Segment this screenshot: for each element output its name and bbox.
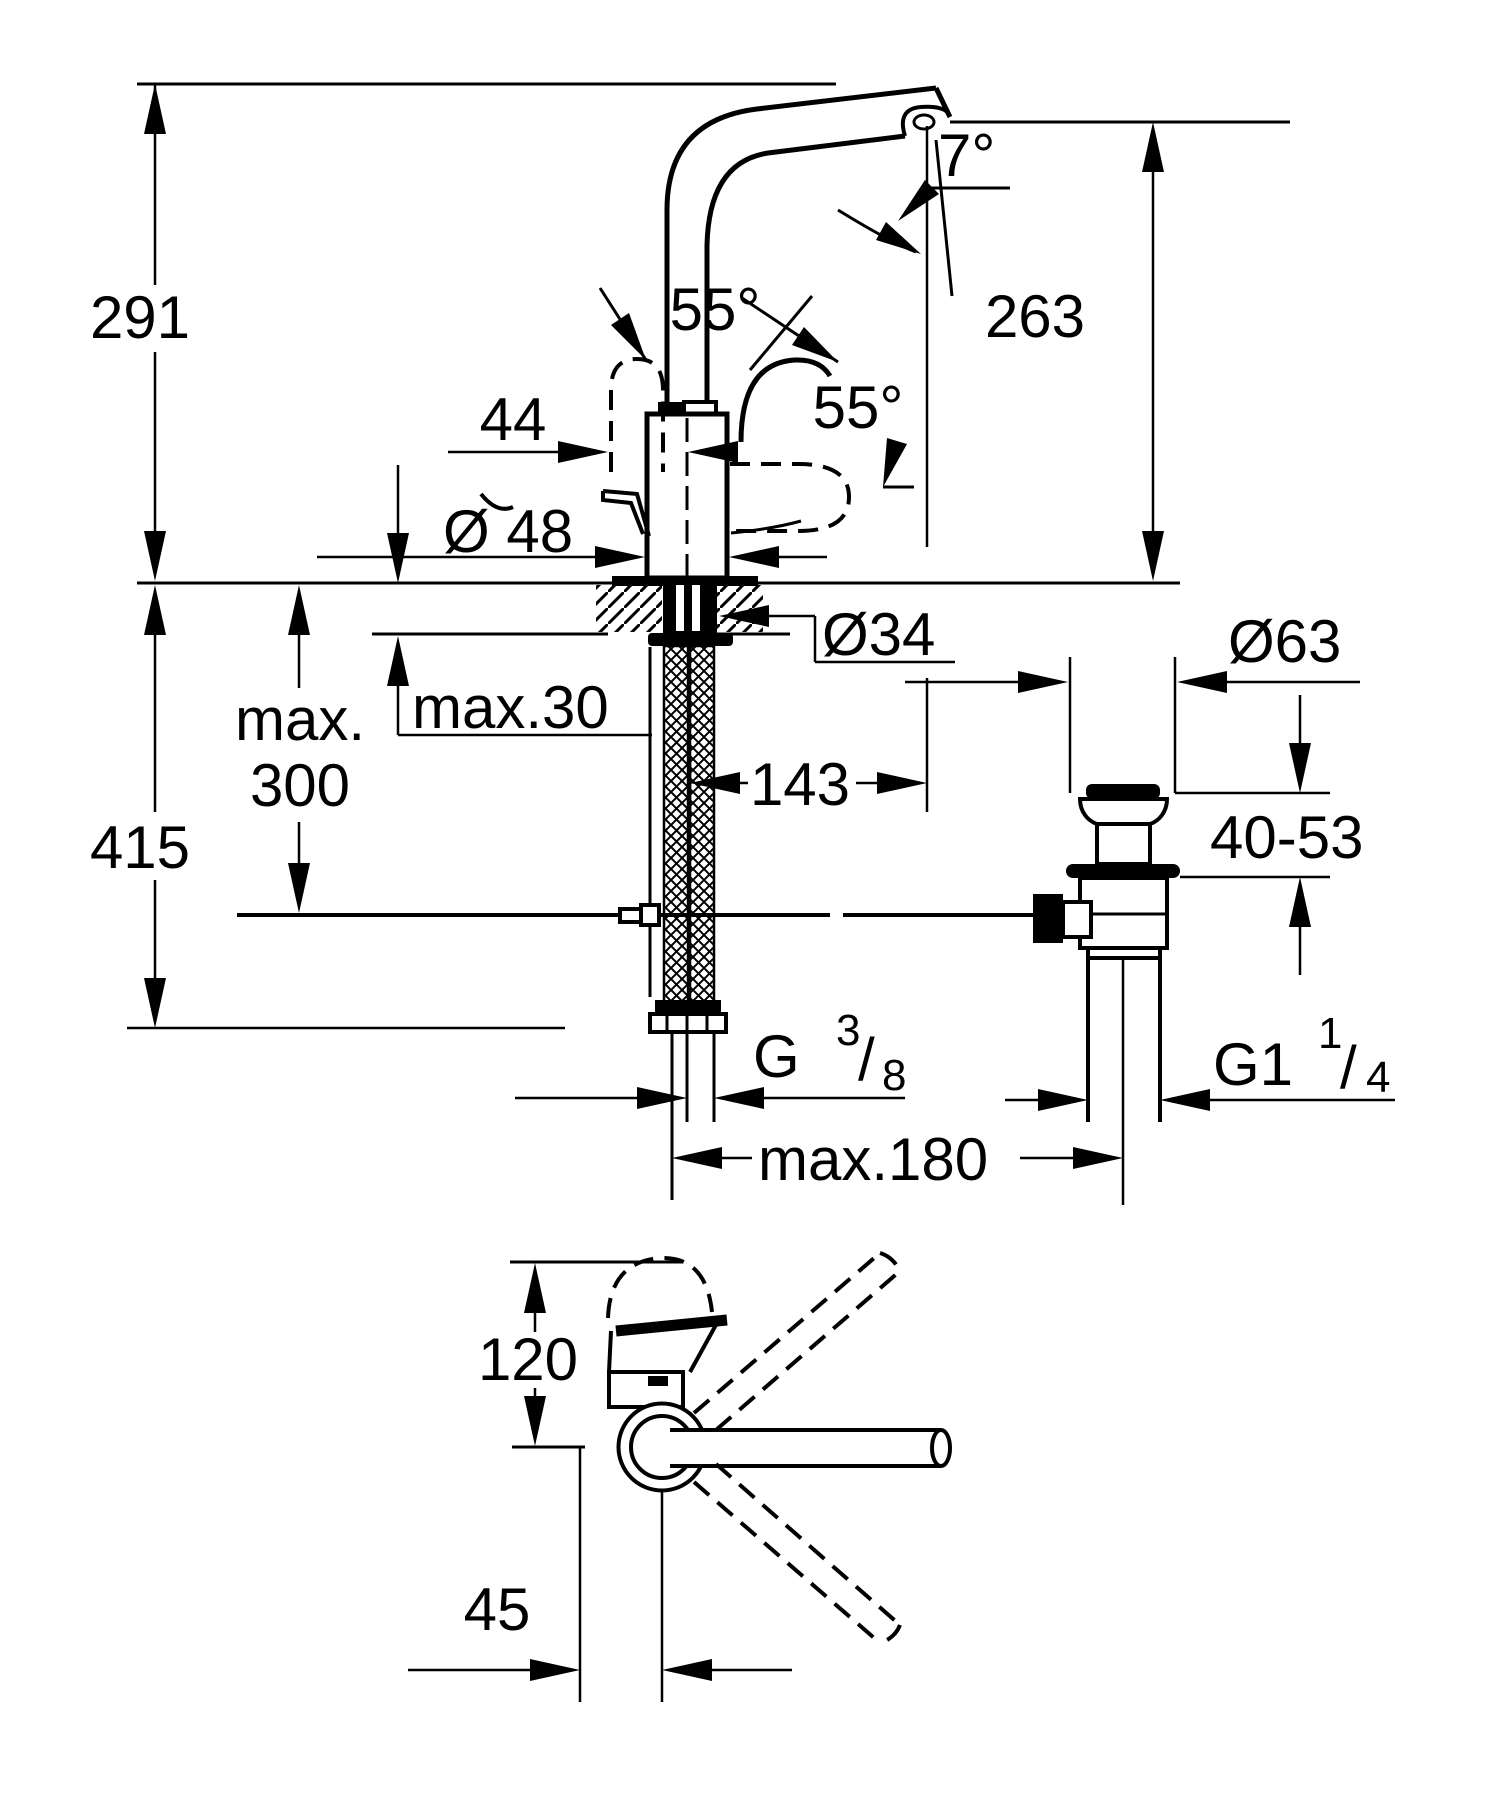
dim-44-label: 44 bbox=[480, 386, 547, 453]
hose-left bbox=[664, 646, 688, 1002]
dim-g38: G 3 / 8 bbox=[515, 1006, 906, 1109]
handle-positions bbox=[479, 356, 852, 535]
dim-g114-sub: 4 bbox=[1366, 1053, 1390, 1102]
waste-plug-cap bbox=[1086, 784, 1160, 799]
drain-assembly bbox=[1033, 784, 1180, 1205]
dim-143: 143 bbox=[690, 751, 927, 818]
dim-44: 44 bbox=[448, 386, 738, 463]
tilt-line bbox=[934, 139, 954, 297]
top-view: 120 45 bbox=[408, 1251, 952, 1702]
dim-g38-sup: 3 bbox=[836, 1006, 860, 1055]
threaded-shank bbox=[663, 583, 717, 633]
dim-max180-label: max.180 bbox=[758, 1126, 988, 1193]
handle-paddle bbox=[615, 1314, 728, 1337]
mounting-washer bbox=[648, 633, 733, 646]
hose-right bbox=[690, 646, 714, 1002]
g38-pipe bbox=[685, 1032, 716, 1122]
dim-g114-base: G1 bbox=[1213, 1031, 1293, 1098]
dim-g38-slash: / bbox=[858, 1026, 875, 1093]
handle-arc-dashed bbox=[606, 1255, 714, 1319]
dim-263-label: 263 bbox=[985, 283, 1085, 350]
dim-45-label: 45 bbox=[464, 1576, 531, 1643]
rod-clamp bbox=[1061, 900, 1093, 939]
dim-g38-base: G bbox=[753, 1023, 800, 1090]
faucet-top bbox=[606, 1251, 952, 1645]
dim-45: 45 bbox=[408, 1448, 792, 1702]
pop-up-rod bbox=[237, 647, 1033, 997]
dim-max300-label-2: 300 bbox=[250, 752, 350, 819]
angle-7: 7° bbox=[837, 122, 1010, 297]
dim-g114-slash: / bbox=[1340, 1034, 1357, 1101]
dim-415: 415 bbox=[90, 585, 190, 1028]
dim-max30: max.30 bbox=[387, 465, 652, 741]
dim-291-label: 291 bbox=[90, 284, 190, 351]
dim-d63-label: Ø63 bbox=[1228, 608, 1341, 675]
dim-415-label: 415 bbox=[90, 814, 190, 881]
aerator-nub bbox=[900, 104, 951, 137]
dim-g114-sup: 1 bbox=[1318, 1009, 1342, 1058]
front-view: 291 415 max. 300 max.30 Ø34 bbox=[90, 82, 1395, 1205]
angle-7-label: 7° bbox=[938, 122, 995, 189]
spout bbox=[664, 85, 953, 404]
angle-55-top-label: 55° bbox=[670, 276, 761, 343]
counter-hatch-left bbox=[596, 585, 662, 632]
dim-120: 120 bbox=[478, 1260, 682, 1449]
spout-swing-up bbox=[692, 1251, 902, 1432]
dim-143-label: 143 bbox=[750, 751, 850, 818]
dim-40-53-label: 40-53 bbox=[1210, 804, 1363, 871]
side-lever-tab bbox=[601, 489, 651, 537]
dim-max30-label: max.30 bbox=[412, 674, 609, 741]
dim-d34: Ø34 bbox=[719, 601, 955, 668]
waste-neck bbox=[1095, 822, 1152, 866]
rod-clamp-knob bbox=[1033, 894, 1063, 943]
handle-dashed-up bbox=[609, 356, 665, 472]
dim-g38-sub: 8 bbox=[882, 1051, 906, 1100]
base-flange bbox=[612, 576, 758, 586]
dim-291: 291 bbox=[90, 84, 190, 581]
aerator-outlet bbox=[912, 113, 936, 131]
rod-joint bbox=[639, 903, 661, 927]
tailpipe bbox=[1086, 958, 1162, 1122]
handle-dome bbox=[607, 1322, 719, 1373]
dim-g114: G1 1 / 4 bbox=[1005, 1009, 1395, 1111]
spout-lever bbox=[670, 1428, 941, 1468]
handle-solid-mid bbox=[738, 357, 833, 443]
hose-nut-collar bbox=[655, 1000, 721, 1014]
dim-d34-label: Ø34 bbox=[822, 601, 935, 668]
dim-263: 263 bbox=[985, 122, 1164, 581]
dim-d48: Ø 48 bbox=[317, 498, 827, 568]
dim-max300: max. 300 bbox=[235, 585, 365, 913]
body-top bbox=[607, 1370, 685, 1409]
angle-55-side: 55° bbox=[813, 374, 914, 489]
dim-40-53: 40-53 bbox=[1175, 695, 1363, 975]
faucet-body bbox=[601, 400, 758, 586]
dim-d48-label: Ø 48 bbox=[443, 498, 573, 565]
dim-max300-label-1: max. bbox=[235, 686, 365, 753]
dim-120-label: 120 bbox=[478, 1326, 578, 1393]
waste-flange bbox=[1066, 864, 1180, 878]
angle-55-side-label: 55° bbox=[813, 374, 904, 441]
spout-swing-down bbox=[692, 1462, 902, 1645]
dim-d63: Ø63 bbox=[905, 608, 1360, 793]
supply-hoses bbox=[648, 644, 728, 1200]
dim-max180: max.180 bbox=[672, 1126, 1123, 1193]
waste-flare bbox=[1077, 797, 1170, 826]
spout-lever-end bbox=[930, 1428, 952, 1468]
angle-55-top: 55° bbox=[598, 276, 839, 371]
handle-dashed-flat bbox=[730, 462, 852, 533]
